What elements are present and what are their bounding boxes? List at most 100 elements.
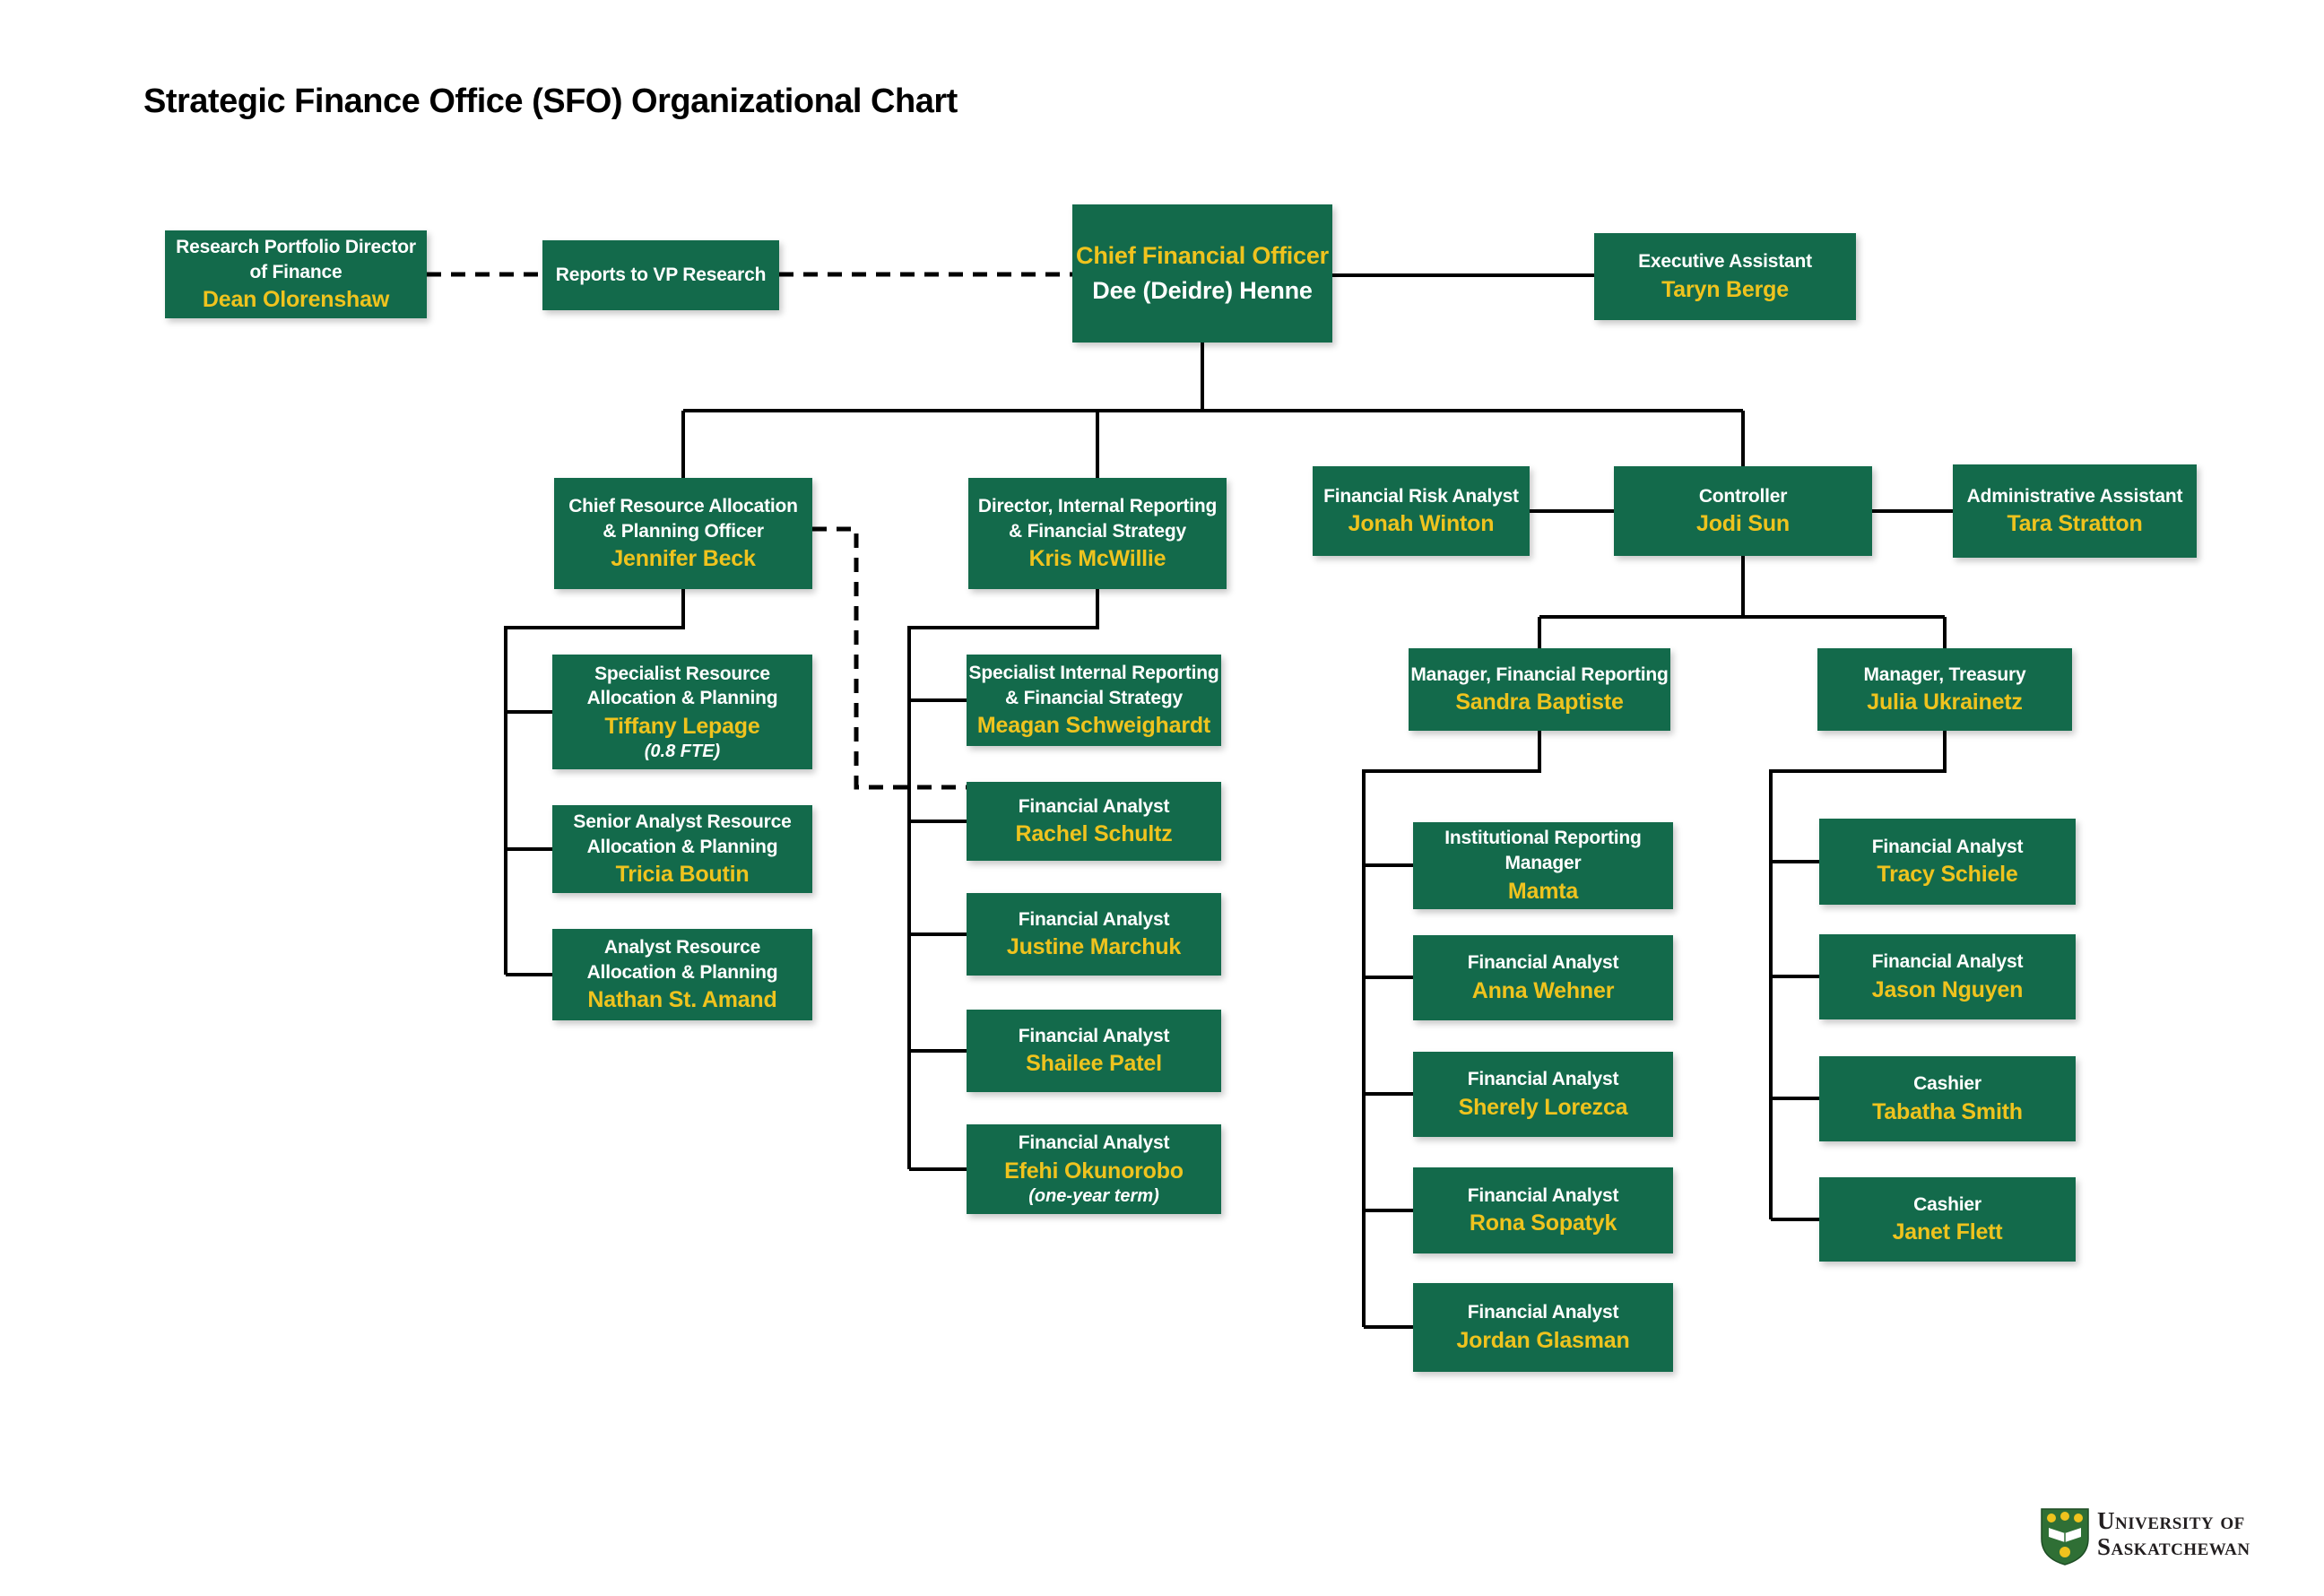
node-title: Manager <box>1505 853 1582 873</box>
org-node-reports: Reports to VP Research <box>542 240 779 310</box>
node-name: Jennifer Beck <box>611 546 756 572</box>
node-name: Jodi Sun <box>1696 511 1790 537</box>
node-title: Allocation & Planning <box>586 688 778 709</box>
node-name: Tara Stratton <box>2007 511 2143 537</box>
node-title: Financial Analyst <box>1467 1184 1619 1206</box>
node-title: Financial Risk Analyst <box>1323 485 1519 507</box>
node-name: Dee (Deidre) Henne <box>1092 276 1313 304</box>
usask-logo: University of Saskatchewan <box>2041 1508 2250 1566</box>
node-name: Sandra Baptiste <box>1455 690 1624 716</box>
node-name: Mamta <box>1507 878 1579 904</box>
usask-wordmark-line2: Saskatchewan <box>2097 1532 2250 1560</box>
node-title: & Planning Officer <box>603 520 764 542</box>
node-name: Julia Ukrainetz <box>1867 690 2023 716</box>
node-title: Chief Financial Officer <box>1076 241 1329 269</box>
node-note: (one-year term) <box>1028 1186 1159 1207</box>
node-title: Financial Analyst <box>1467 952 1619 974</box>
node-name: Jordan Glasman <box>1456 1327 1630 1353</box>
node-name: Janet Flett <box>1892 1219 2003 1245</box>
node-name: Dean Olorenshaw <box>202 287 390 313</box>
node-title: Cashier <box>1913 1193 1981 1215</box>
node-title: Financial Analyst <box>1018 1025 1170 1046</box>
solid-connectors <box>504 273 1953 1329</box>
node-title: Analyst Resource <box>603 936 761 958</box>
org-node-schweighardt: Specialist Internal Reporting & Financial… <box>967 655 1221 746</box>
org-node-mcwillie: Director, Internal Reporting & Financial … <box>968 478 1227 589</box>
node-title: Specialist Internal Reporting <box>968 662 1219 683</box>
org-node-beck: Chief Resource Allocation & Planning Offi… <box>554 478 812 589</box>
node-name: Tracy Schiele <box>1877 862 2018 888</box>
node-name: Justine Marchuk <box>1006 934 1182 960</box>
node-name: Shailee Patel <box>1026 1051 1162 1077</box>
node-title: Controller <box>1698 485 1788 507</box>
node-title: Financial Analyst <box>1018 795 1170 817</box>
node-title: of Finance <box>249 261 343 282</box>
node-title: Administrative Assistant <box>1966 485 2183 507</box>
node-name: Rachel Schultz <box>1015 821 1173 847</box>
node-name: Rona Sopatyk <box>1469 1210 1617 1236</box>
node-name: Anna Wehner <box>1471 977 1615 1003</box>
node-title: Financial Analyst <box>1467 1069 1619 1090</box>
dashed-connectors <box>427 272 1072 790</box>
node-title: Cashier <box>1913 1073 1981 1095</box>
node-title: Financial Analyst <box>1018 908 1170 930</box>
node-name: Kris McWillie <box>1028 546 1166 572</box>
node-name: Nathan St. Amand <box>587 987 777 1013</box>
usask-wordmark: University of Saskatchewan <box>2097 1508 2250 1559</box>
node-title: Senior Analyst Resource <box>573 811 792 832</box>
node-name: Tabatha Smith <box>1872 1098 2023 1124</box>
node-title: Financial Analyst <box>1018 1132 1170 1154</box>
node-title: Reports to VP Research <box>555 265 767 286</box>
node-name: Tiffany Lepage <box>604 714 760 740</box>
node-title: Chief Resource Allocation <box>568 495 798 516</box>
node-title: & Financial Strategy <box>1009 520 1186 542</box>
usask-shield-icon <box>2041 1508 2089 1566</box>
node-title: Financial Analyst <box>1871 951 2024 973</box>
node-title: Manager, Treasury <box>1863 664 2026 685</box>
node-title: & Financial Strategy <box>1005 687 1183 708</box>
node-title: Research Portfolio Director <box>176 236 416 257</box>
node-title: Director, Internal Reporting <box>977 495 1218 516</box>
node-title: Financial Analyst <box>1467 1302 1619 1323</box>
node-title: Institutional Reporting <box>1444 828 1642 849</box>
node-name: Jonah Winton <box>1348 511 1495 537</box>
node-name: Tricia Boutin <box>615 862 750 888</box>
node-name: Jason Nguyen <box>1871 976 2024 1002</box>
node-name: Efehi Okunorobo <box>1004 1158 1184 1184</box>
node-name: Sherely Lorezca <box>1458 1094 1628 1120</box>
node-title: Allocation & Planning <box>586 836 778 857</box>
node-title: Specialist Resource <box>594 663 770 684</box>
node-title: Financial Analyst <box>1871 836 2024 857</box>
node-note: (0.8 FTE) <box>644 742 721 762</box>
node-title: Allocation & Planning <box>586 961 778 983</box>
node-name: Taryn Berge <box>1661 276 1789 302</box>
node-title: Executive Assistant <box>1638 251 1812 273</box>
node-name: Meagan Schweighardt <box>976 713 1211 739</box>
node-title: Manager, Financial Reporting <box>1410 664 1669 685</box>
